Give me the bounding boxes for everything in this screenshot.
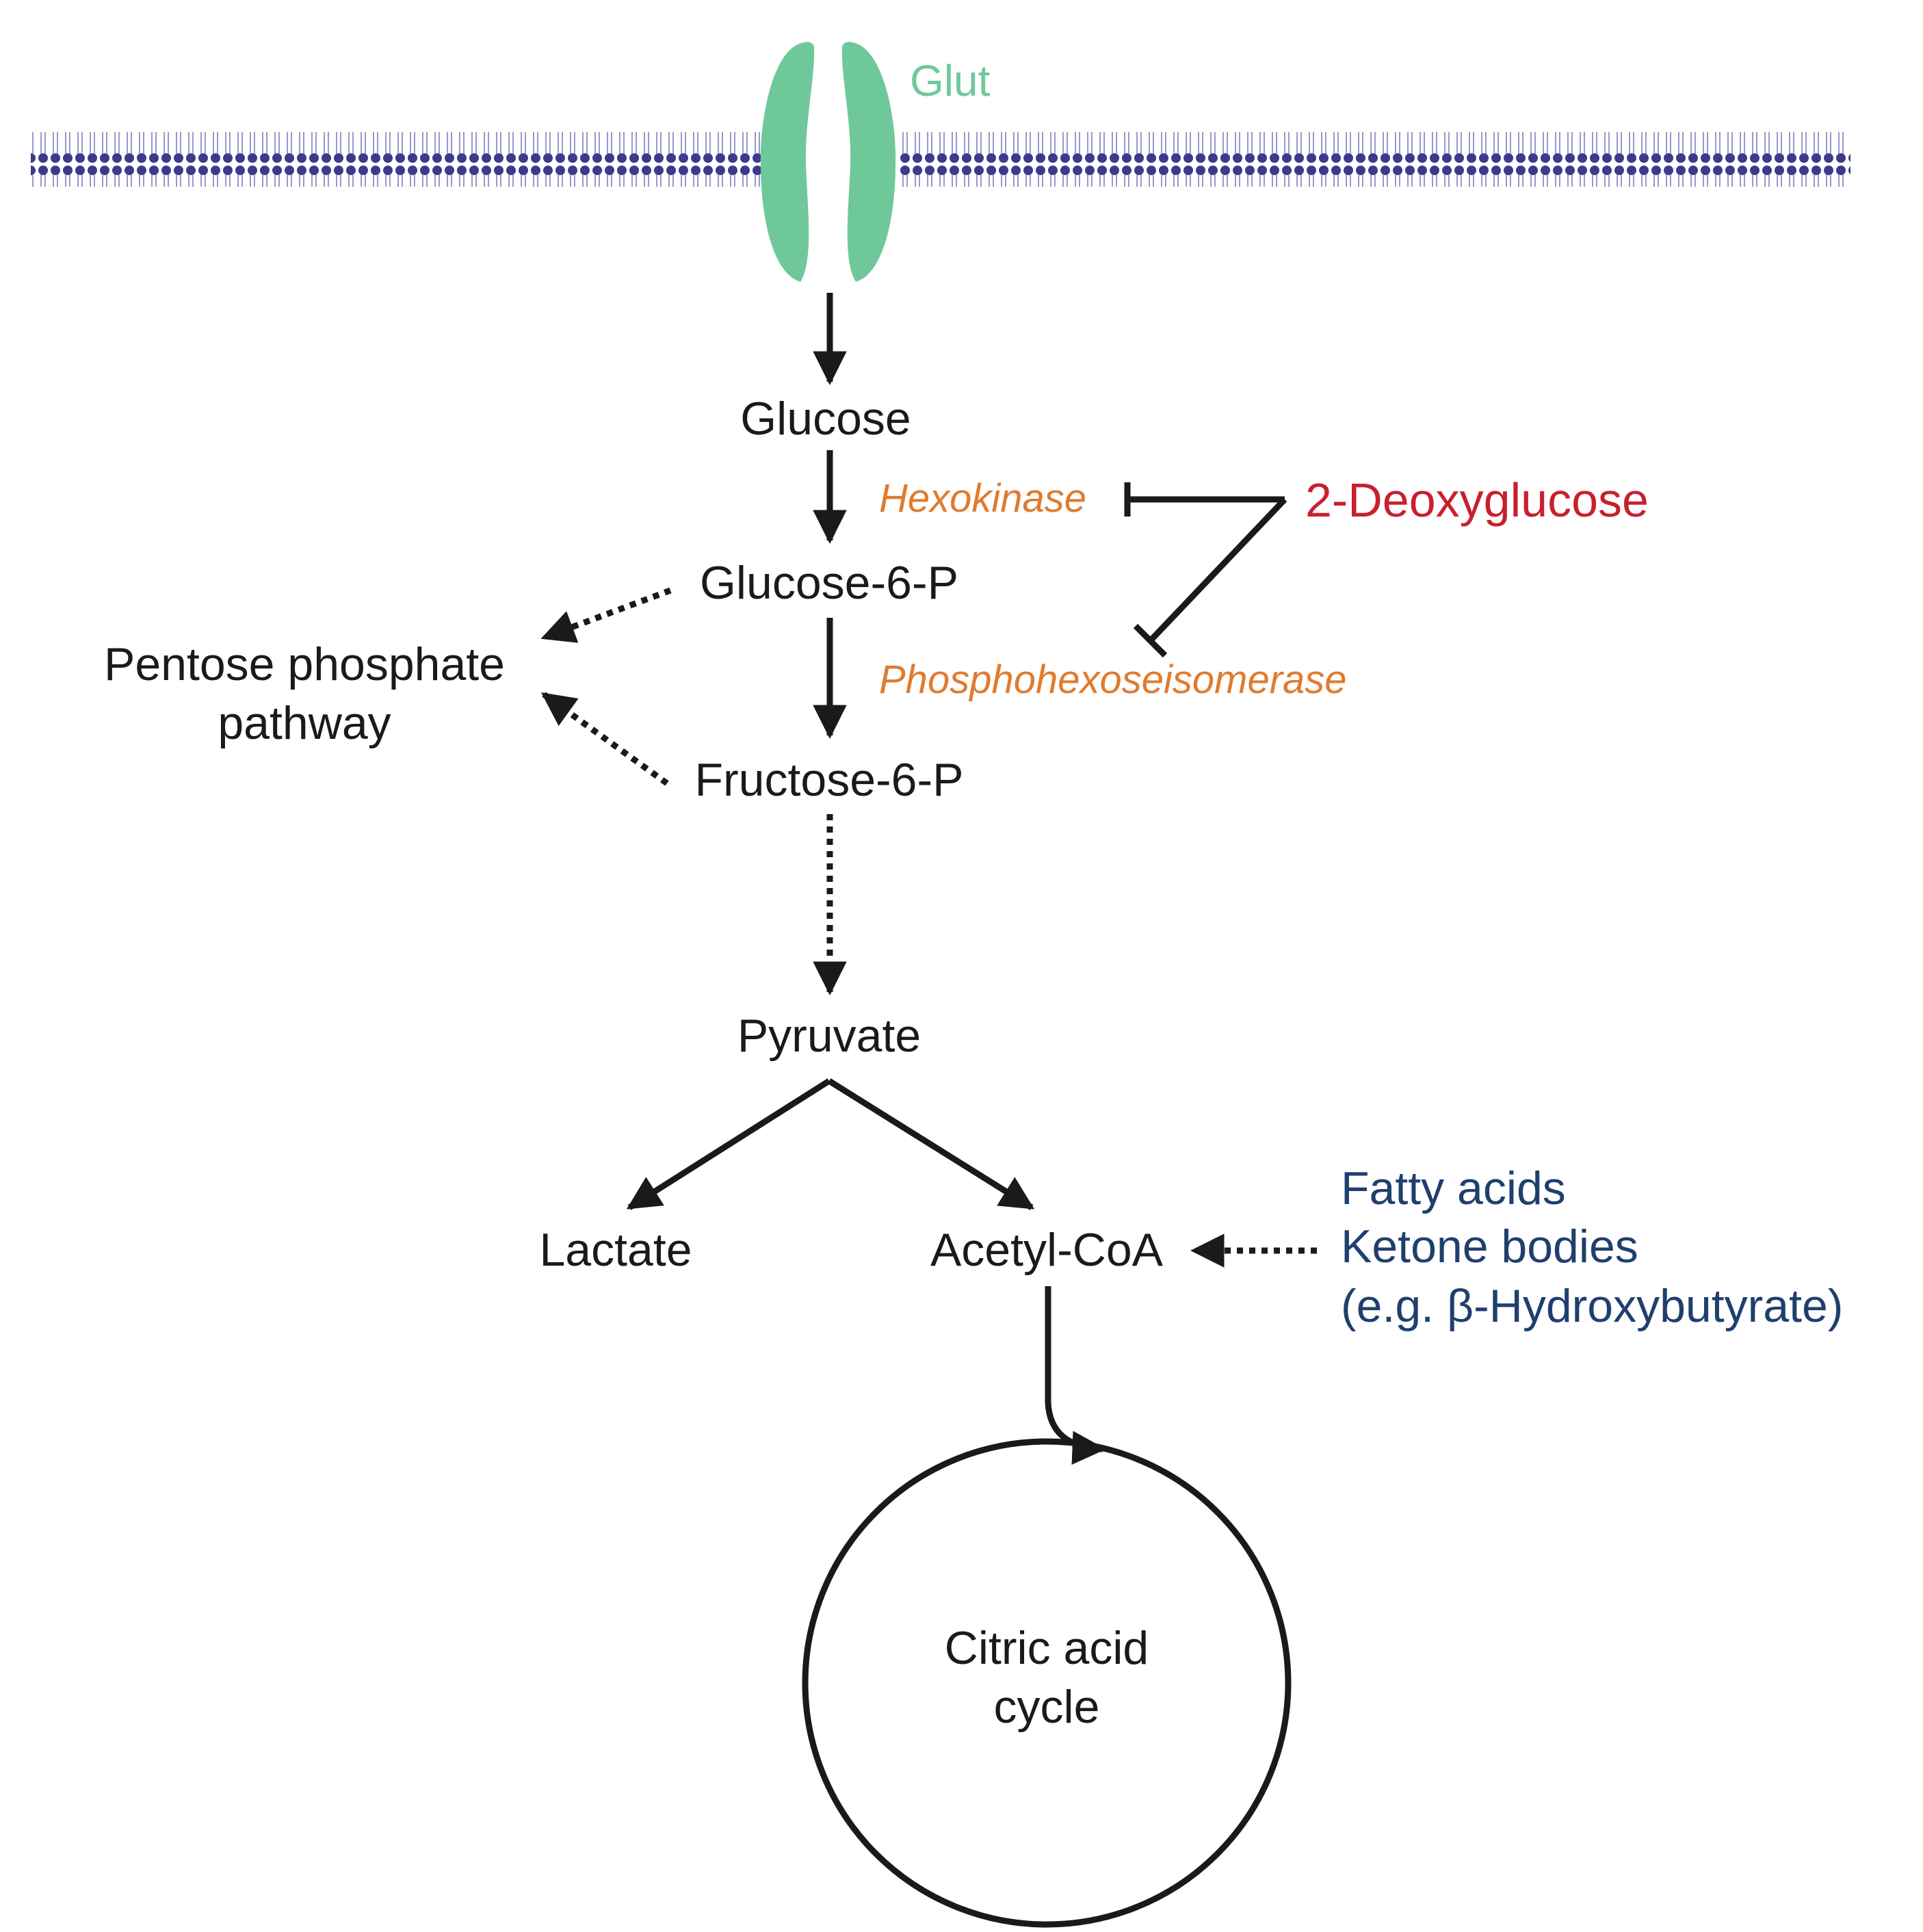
alt-fuel-line2: Ketone bodies bbox=[1341, 1220, 1638, 1272]
alt-fuel-line3: (e.g. β-Hydroxybutyrate) bbox=[1341, 1280, 1843, 1332]
citric-acid-cycle-label-line1: Citric acid bbox=[945, 1622, 1149, 1674]
glut-label: Glut bbox=[910, 56, 991, 105]
phosphohexoseisomerase-label: Phosphohexoseisomerase bbox=[879, 657, 1347, 702]
alt-fuel-line1: Fatty acids bbox=[1341, 1162, 1566, 1214]
pyruvate-label: Pyruvate bbox=[737, 1010, 921, 1062]
glut-left-lobe bbox=[760, 42, 815, 282]
arrow-pyruvate-to-acetylcoa bbox=[827, 1078, 1035, 1210]
membrane-right-segment bbox=[900, 132, 1850, 187]
citric-acid-cycle-label-line2: cycle bbox=[994, 1681, 1100, 1733]
lactate-label: Lactate bbox=[539, 1224, 692, 1276]
arrow-fructose6p-to-pentose bbox=[540, 692, 669, 786]
inhibition-line-phosphohexoseisomerase bbox=[1149, 497, 1287, 642]
glut-right-lobe bbox=[841, 42, 896, 282]
pentose-pathway-label-line2: pathway bbox=[218, 697, 391, 749]
arrow-acetylcoa-to-cycle bbox=[1045, 1286, 1106, 1465]
hexokinase-label: Hexokinase bbox=[879, 476, 1086, 521]
arrow-pyruvate-to-lactate bbox=[626, 1078, 831, 1210]
fructose6p-label: Fructose-6-P bbox=[695, 754, 964, 806]
inhibition-bar-phosphohexoseisomerase bbox=[1133, 623, 1168, 658]
glucose6p-label: Glucose-6-P bbox=[700, 557, 958, 609]
inhibitor-label: 2-Deoxyglucose bbox=[1305, 473, 1649, 527]
pentose-pathway-label-line1: Pentose phosphate bbox=[104, 638, 505, 690]
membrane-left-segment bbox=[31, 132, 766, 187]
acetylcoa-label: Acetyl-CoA bbox=[930, 1224, 1164, 1276]
citric-acid-cycle-circle bbox=[802, 1438, 1292, 1928]
glut-transporter-icon bbox=[760, 42, 896, 282]
arrow-glucose6p-to-pentose bbox=[540, 587, 672, 643]
inhibition-symbols bbox=[1124, 482, 1287, 658]
cell-membrane bbox=[31, 132, 1850, 187]
glucose-label: Glucose bbox=[740, 393, 911, 445]
